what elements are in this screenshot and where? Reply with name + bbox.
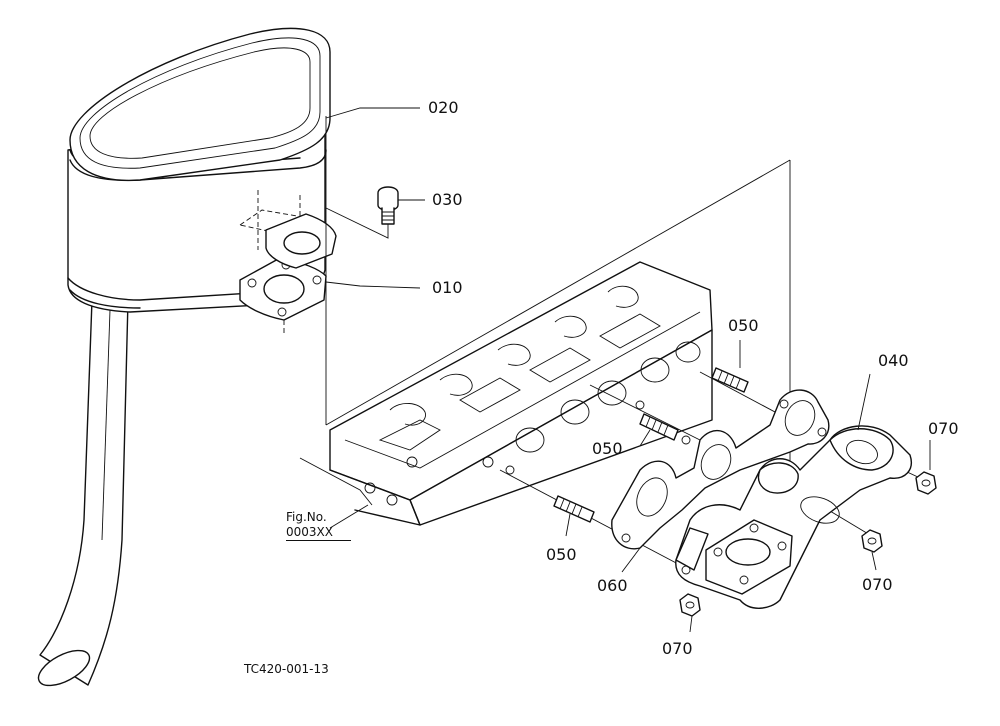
gasket-part-010 xyxy=(239,213,337,336)
callout-070-middle: 070 xyxy=(862,575,893,594)
callout-050-middle: 050 xyxy=(592,439,623,458)
figure-reference: Fig.No. 0003XX xyxy=(286,510,351,541)
callout-060: 060 xyxy=(597,576,628,595)
exhaust-manifold-part-040 xyxy=(675,425,912,609)
callout-070-right: 070 xyxy=(928,419,959,438)
callout-070-bottom: 070 xyxy=(662,639,693,658)
callout-050-upper: 050 xyxy=(728,316,759,335)
callout-030: 030 xyxy=(432,190,463,209)
callout-020: 020 xyxy=(428,98,459,117)
cylinder-head-reference xyxy=(299,261,713,526)
figure-reference-label: Fig.No. xyxy=(286,510,327,524)
manifold-gasket-part-060 xyxy=(611,389,830,550)
bolt-part-030 xyxy=(325,186,399,239)
figure-reference-number: 0003XX xyxy=(286,525,351,541)
nuts-part-070 xyxy=(679,471,937,617)
callout-040: 040 xyxy=(878,351,909,370)
callout-010: 010 xyxy=(432,278,463,297)
drawing-code: TC420-001-13 xyxy=(244,662,329,676)
callout-050-lower: 050 xyxy=(546,545,577,564)
callout-leaders xyxy=(325,107,931,633)
stud-bolts-part-050 xyxy=(553,367,749,523)
muffler-part-020 xyxy=(37,27,331,687)
